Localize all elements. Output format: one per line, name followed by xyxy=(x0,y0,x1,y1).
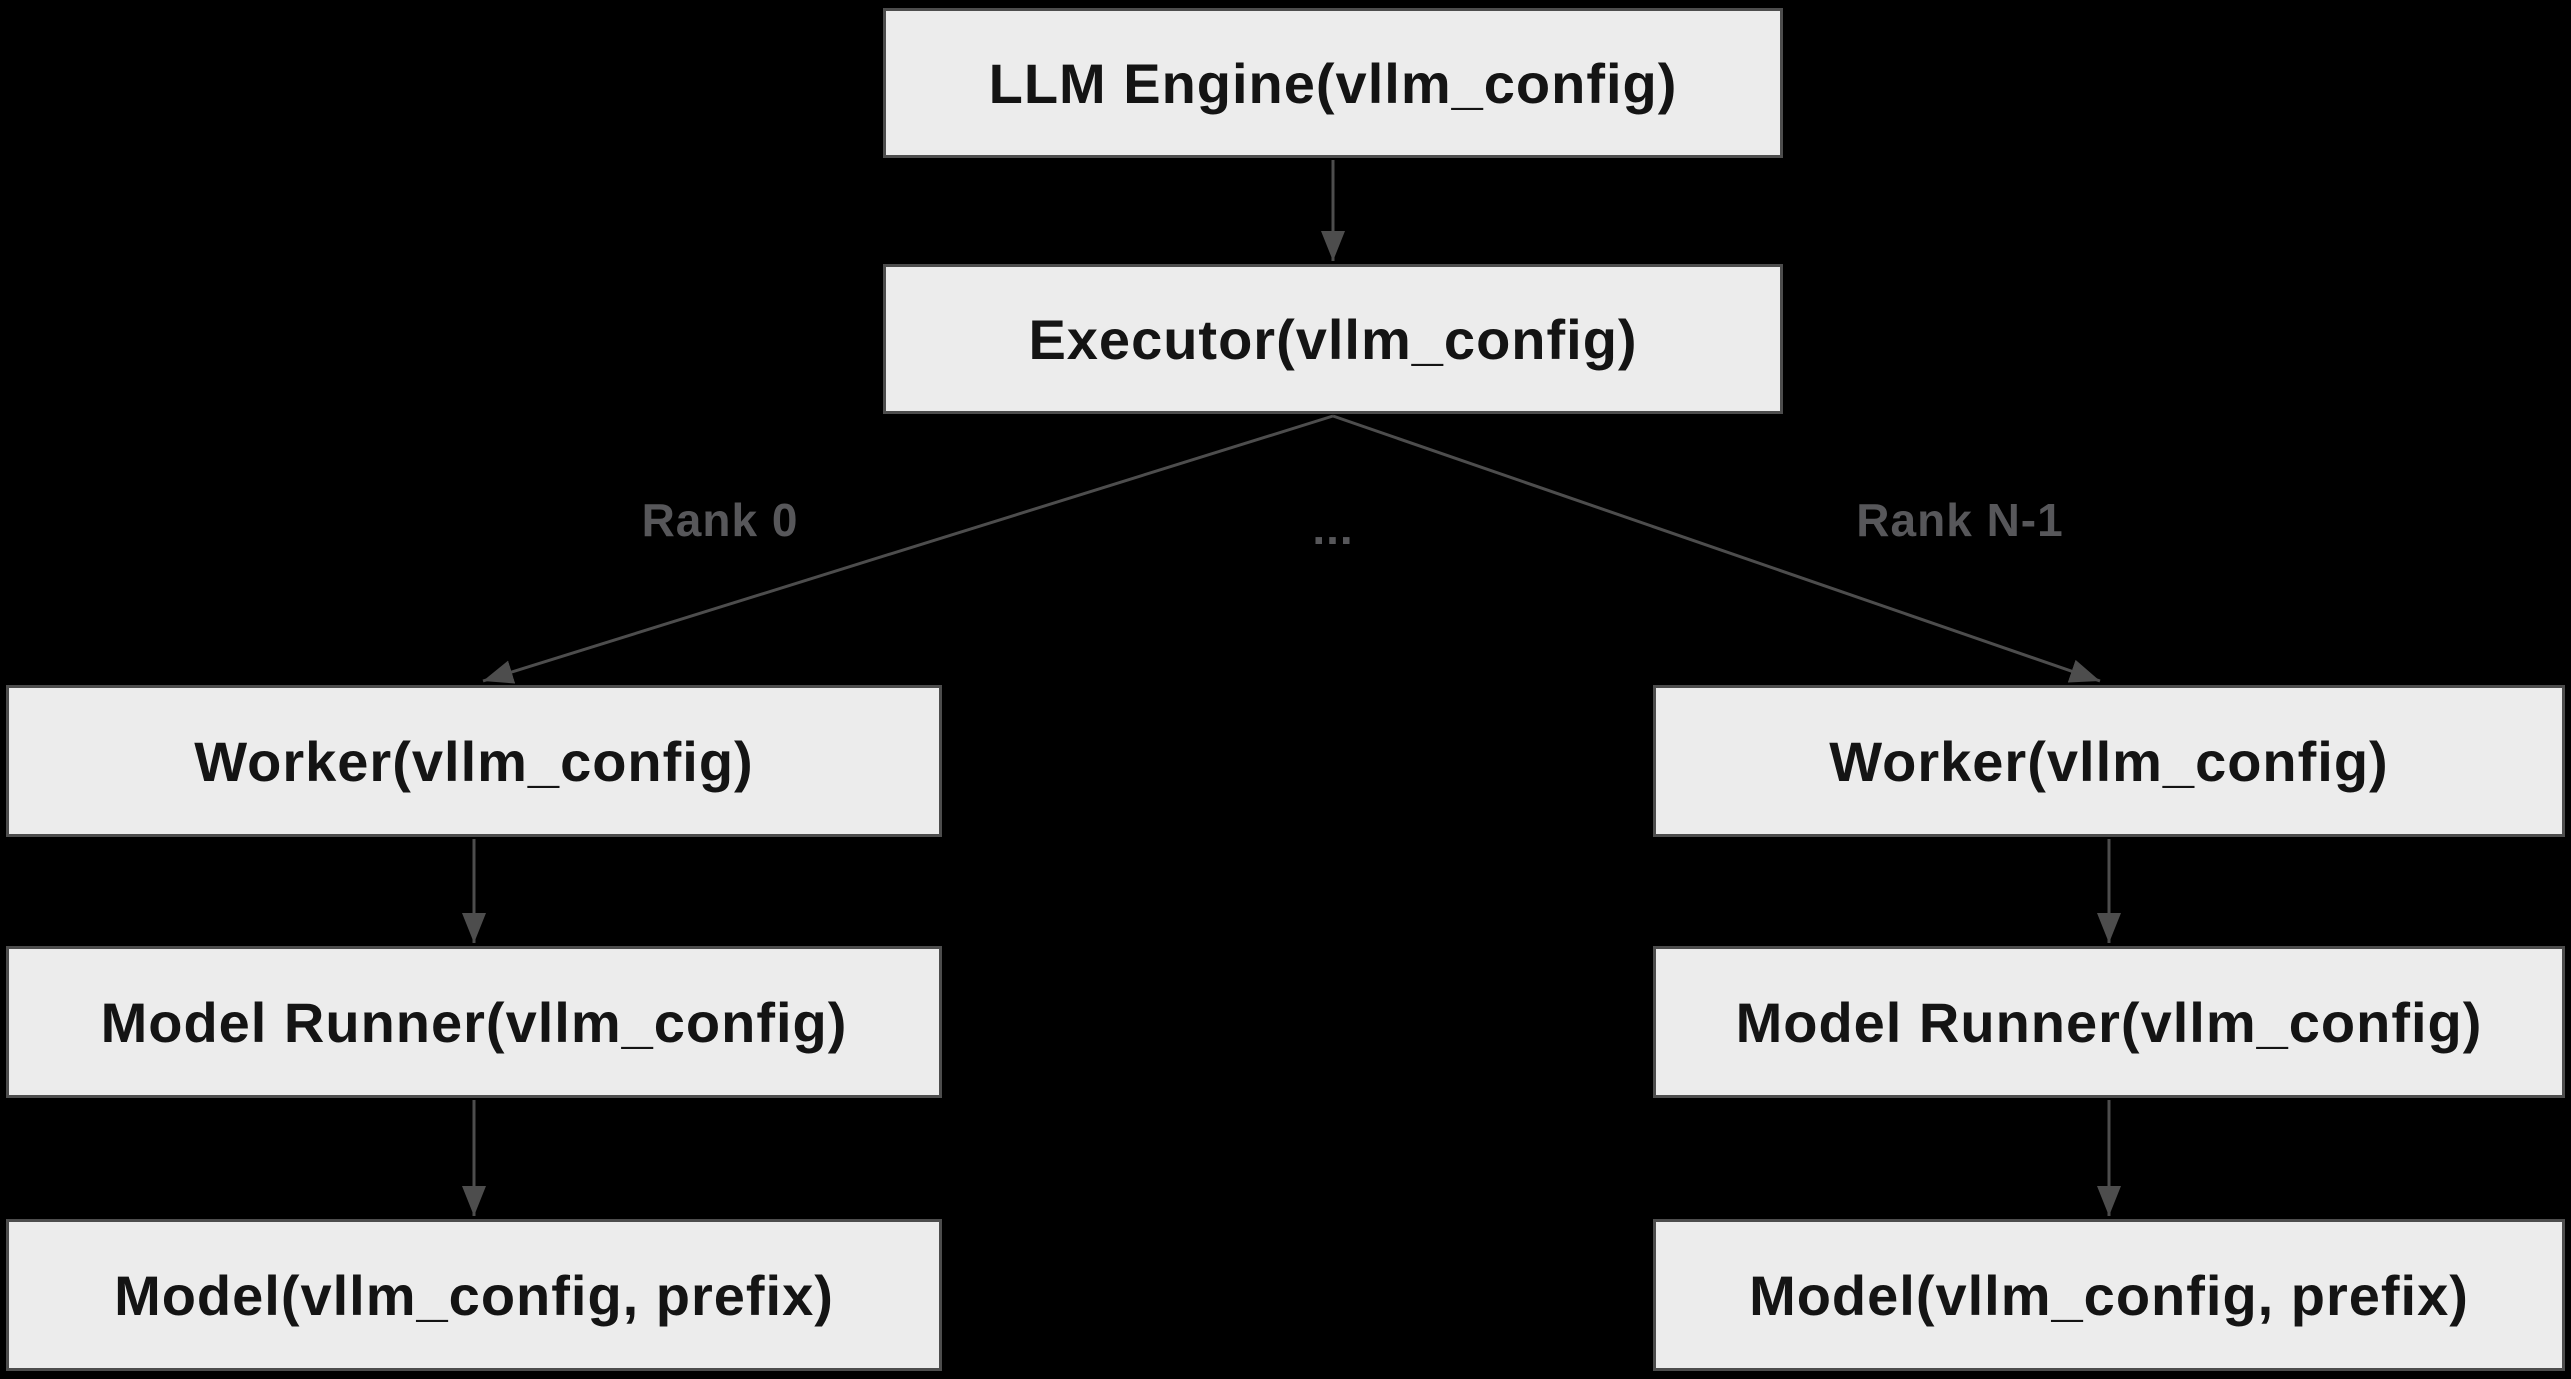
node-llm-engine-label: LLM Engine(vllm_config) xyxy=(988,51,1678,115)
node-model-runner-left-label: Model Runner(vllm_config) xyxy=(100,990,848,1054)
node-model-runner-right: Model Runner(vllm_config) xyxy=(1653,946,2565,1098)
node-executor-label: Executor(vllm_config) xyxy=(1028,307,1638,371)
node-model-left: Model(vllm_config, prefix) xyxy=(6,1219,942,1371)
node-model-right-label: Model(vllm_config, prefix) xyxy=(1749,1263,2469,1327)
node-worker-left: Worker(vllm_config) xyxy=(6,685,942,837)
node-model-runner-right-label: Model Runner(vllm_config) xyxy=(1735,990,2483,1054)
node-worker-right-label: Worker(vllm_config) xyxy=(1829,729,2389,793)
edge-executor-to-worker-left xyxy=(482,414,1334,684)
edge-label-rank-n-1: Rank N-1 xyxy=(1856,494,2064,546)
node-llm-engine: LLM Engine(vllm_config) xyxy=(883,8,1783,158)
node-model-right: Model(vllm_config, prefix) xyxy=(1653,1219,2565,1371)
node-model-left-label: Model(vllm_config, prefix) xyxy=(114,1263,834,1327)
edge-label-ellipsis: ... xyxy=(1312,502,1354,554)
edge-label-rank-0: Rank 0 xyxy=(641,494,799,546)
node-worker-left-label: Worker(vllm_config) xyxy=(194,729,754,793)
node-model-runner-left: Model Runner(vllm_config) xyxy=(6,946,942,1098)
node-worker-right: Worker(vllm_config) xyxy=(1653,685,2565,837)
node-executor: Executor(vllm_config) xyxy=(883,264,1783,414)
edge-executor-to-worker-right xyxy=(1332,414,2101,683)
